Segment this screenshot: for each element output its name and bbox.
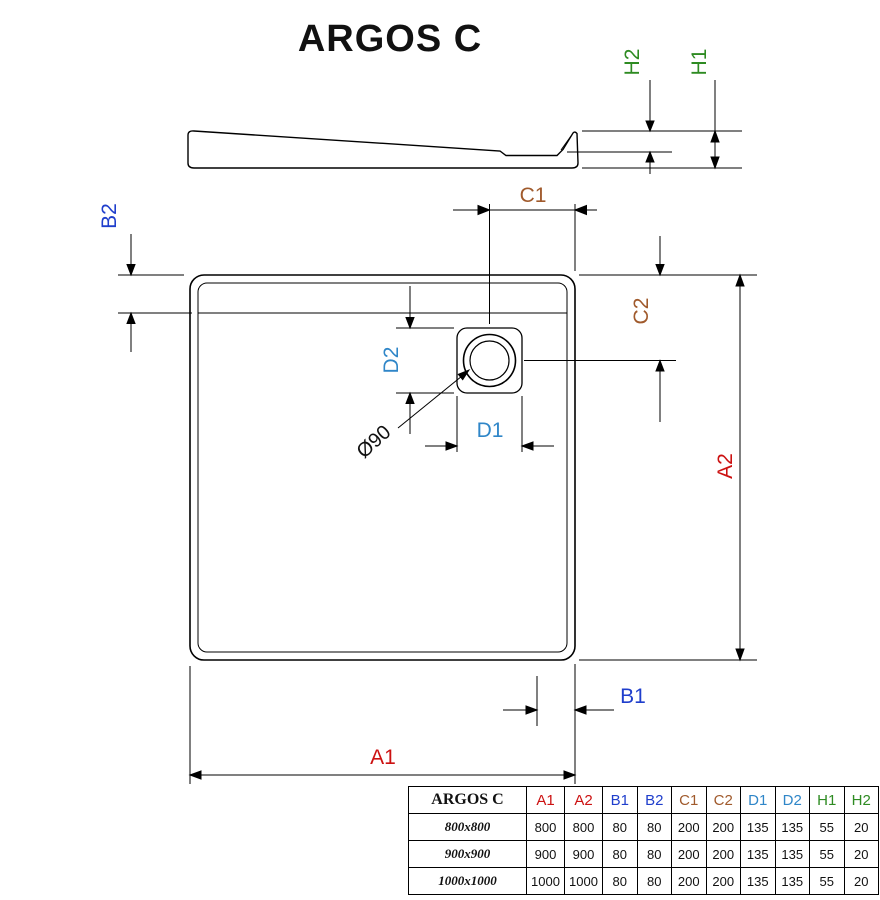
value-cell: 80 (602, 867, 638, 895)
drawing-title: ARGOS C (297, 18, 483, 60)
value-cell: 20 (843, 840, 879, 868)
col-header-a2: A2 (564, 786, 603, 814)
plan-dimensions (118, 204, 757, 784)
value-cell: 800 (526, 813, 565, 841)
size-cell: 900x900 (408, 840, 527, 868)
dim-label-c2: C2 (630, 297, 653, 325)
dim-label-b1: B1 (620, 685, 646, 708)
value-cell: 200 (671, 813, 707, 841)
value-cell: 200 (705, 867, 741, 895)
dim-label-c1: C1 (519, 184, 547, 207)
value-cell: 20 (843, 867, 879, 895)
dim-label-h2: H2 (621, 48, 644, 76)
col-header-b2: B2 (636, 786, 672, 814)
value-cell: 135 (740, 813, 776, 841)
value-cell: 200 (705, 840, 741, 868)
table-row: 900x900 900 900 80 80 200 200 135 135 55… (408, 840, 879, 868)
value-cell: 1000 (526, 867, 565, 895)
col-header-h2: H2 (843, 786, 879, 814)
table-row: 800x800 800 800 80 80 200 200 135 135 55… (408, 813, 879, 841)
value-cell: 135 (774, 813, 810, 841)
value-cell: 55 (809, 813, 845, 841)
value-cell: 900 (526, 840, 565, 868)
value-cell: 200 (705, 813, 741, 841)
value-cell: 200 (671, 840, 707, 868)
col-header-b1: B1 (602, 786, 638, 814)
value-cell: 80 (602, 813, 638, 841)
side-view (187, 130, 579, 169)
dim-label-a2: A2 (714, 453, 737, 479)
value-cell: 1000 (564, 867, 603, 895)
value-cell: 80 (636, 813, 672, 841)
value-cell: 135 (740, 840, 776, 868)
plan-view (189, 274, 576, 661)
col-header-c2: C2 (705, 786, 741, 814)
col-header-c1: C1 (671, 786, 707, 814)
table-row: 1000x1000 1000 1000 80 80 200 200 135 13… (408, 867, 879, 895)
value-cell: 135 (774, 840, 810, 868)
col-header-a1: A1 (526, 786, 565, 814)
dim-label-h1: H1 (688, 48, 711, 76)
value-cell: 800 (564, 813, 603, 841)
value-cell: 80 (602, 840, 638, 868)
value-cell: 55 (809, 840, 845, 868)
value-cell: 135 (740, 867, 776, 895)
col-header-d1: D1 (740, 786, 776, 814)
value-cell: 135 (774, 867, 810, 895)
dim-label-d1: D1 (476, 419, 504, 442)
height-dimensions (567, 80, 742, 174)
size-cell: 800x800 (408, 813, 527, 841)
drain (456, 327, 523, 394)
dim-label-d2: D2 (380, 346, 403, 374)
value-cell: 80 (636, 867, 672, 895)
value-cell: 20 (843, 813, 879, 841)
dim-label-b2: B2 (98, 203, 121, 229)
col-header-d2: D2 (774, 786, 810, 814)
value-cell: 900 (564, 840, 603, 868)
dim-label-a1: A1 (370, 746, 396, 769)
col-header-h1: H1 (809, 786, 845, 814)
value-cell: 80 (636, 840, 672, 868)
dimension-table: ARGOS C A1 A2 B1 B2 C1 C2 D1 D2 H1 H2 80… (408, 786, 879, 895)
size-cell: 1000x1000 (408, 867, 527, 895)
table-product-name: ARGOS C (408, 786, 527, 814)
table-header-row: ARGOS C A1 A2 B1 B2 C1 C2 D1 D2 H1 H2 (408, 786, 879, 814)
value-cell: 55 (809, 867, 845, 895)
value-cell: 200 (671, 867, 707, 895)
